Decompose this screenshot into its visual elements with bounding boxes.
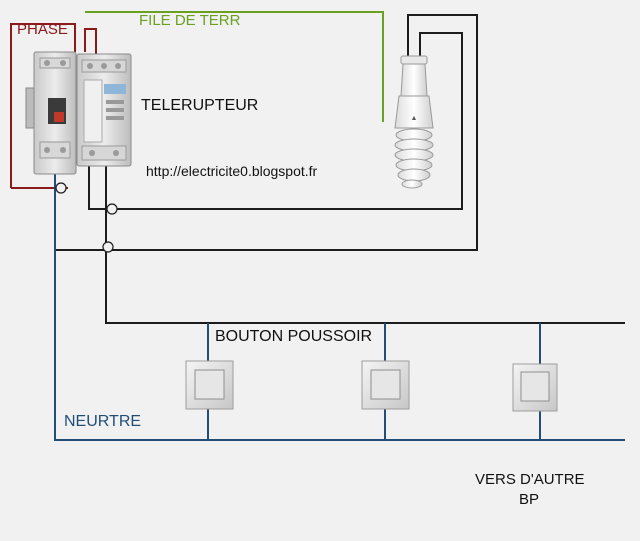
other-buttons-label-line1: VERS D'AUTRE xyxy=(475,471,585,488)
earth-label: FILE DE TERR xyxy=(139,12,241,29)
push-button-icon xyxy=(361,360,410,410)
cfl-bulb-icon: ▲ xyxy=(394,55,434,189)
relay-module-icon xyxy=(76,53,132,167)
phase-label: PHASE xyxy=(17,21,68,38)
source-url: http://electricite0.blogspot.fr xyxy=(146,163,318,179)
other-buttons-label-line2: BP xyxy=(519,491,540,508)
earth-wire xyxy=(85,11,384,122)
pushbutton-label: BOUTON POUSSOIR xyxy=(215,328,373,345)
neutral-label: NEURTRE xyxy=(64,413,142,430)
svg-text:▲: ▲ xyxy=(411,115,418,122)
lamp-wires xyxy=(55,14,625,324)
push-button-icon xyxy=(185,360,234,410)
relay-label: TELERUPTEUR xyxy=(141,97,259,114)
wire-crossing-hops xyxy=(55,182,118,253)
push-button-icon xyxy=(512,363,558,412)
circuit-breaker-icon xyxy=(25,51,77,175)
